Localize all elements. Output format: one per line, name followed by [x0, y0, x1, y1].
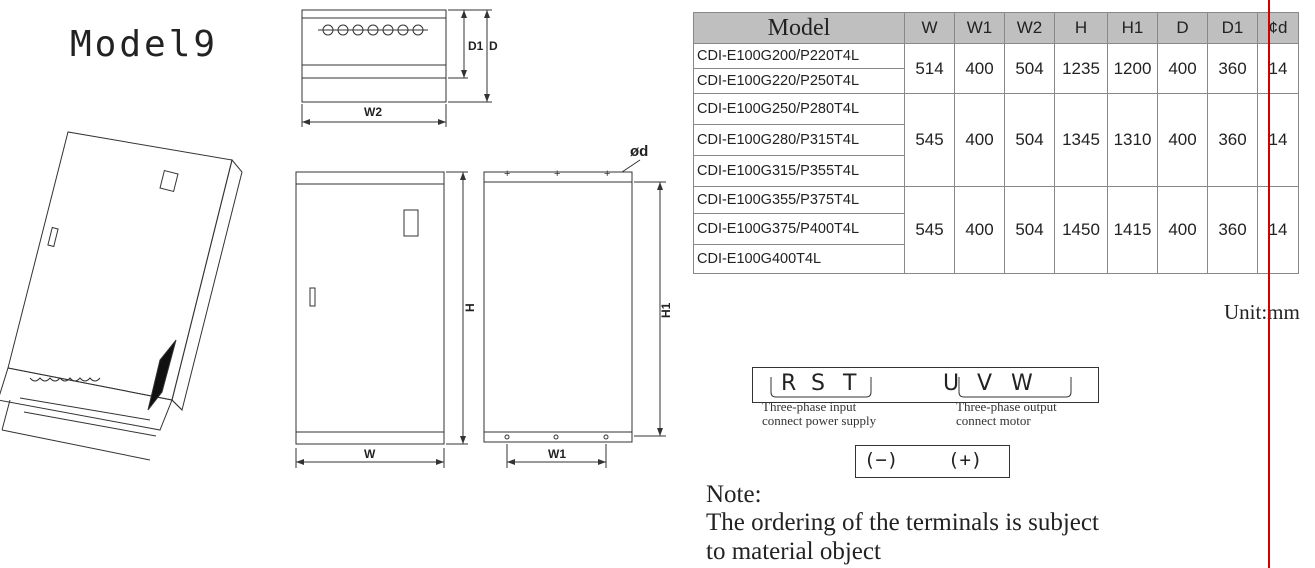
terminal-w: W: [1011, 371, 1033, 396]
model-cell: CDI-E100G280/P315T4L: [693, 124, 905, 156]
value-cell: 1235: [1054, 43, 1108, 94]
value-cell: 14: [1257, 93, 1299, 187]
table-row: CDI-E100G200/P220T4L 514 400 504 1235 12…: [693, 43, 1299, 94]
model-cell: CDI-E100G400T4L: [693, 244, 905, 274]
value-cell: 545: [904, 93, 955, 187]
input-caption: Three-phase input connect power supply: [762, 399, 877, 428]
value-cell: 400: [954, 93, 1005, 187]
top-view: [301, 9, 492, 127]
dimension-table: Model W W1 W2 H H1 D D1 ¢d CDI-E100G200/…: [693, 12, 1299, 274]
dimension-drawings: + + + D1 D W2 ød H H1 W W1: [0, 9, 673, 468]
isometric-cabinet-view: [0, 131, 243, 461]
front-view: [295, 171, 468, 468]
side-view: [483, 159, 666, 468]
value-cell: 14: [1257, 43, 1299, 94]
value-cell: 360: [1207, 43, 1258, 94]
table-header-row: Model W W1 W2 H H1 D D1 ¢d: [693, 12, 1299, 44]
value-cell: 545: [904, 186, 955, 274]
value-cell: 14: [1257, 186, 1299, 274]
value-cell: 514: [904, 43, 955, 94]
model-cell: CDI-E100G315/P355T4L: [693, 155, 905, 187]
header-model: Model: [693, 12, 905, 44]
value-cell: 504: [1004, 43, 1055, 94]
note-line-1: The ordering of the terminals is subject: [706, 509, 1099, 536]
table-row: CDI-E100G315/P355T4L: [693, 155, 1299, 187]
terminal-u: U: [943, 371, 960, 396]
dc-terminal-box: (−) (+): [855, 445, 1010, 478]
unit-label: Unit:mm: [1224, 300, 1300, 324]
value-cell: 400: [1157, 43, 1208, 94]
top-mount-mark-1: +: [504, 168, 510, 180]
label-w1: W1: [548, 447, 566, 461]
model-cell: CDI-E100G200/P220T4L: [693, 43, 905, 69]
header-w: W: [904, 12, 955, 44]
value-cell: 1345: [1054, 93, 1108, 187]
model-title: Model9: [70, 24, 219, 65]
header-d1: D1: [1207, 12, 1258, 44]
terminal-r: R: [781, 371, 797, 396]
value-cell: 360: [1207, 186, 1258, 274]
value-cell: 1450: [1054, 186, 1108, 274]
terminal-t: T: [843, 371, 857, 396]
value-cell: 1310: [1107, 93, 1158, 187]
header-h1: H1: [1107, 12, 1158, 44]
dc-plus: (+): [948, 449, 983, 471]
value-cell: 400: [1157, 93, 1208, 187]
value-cell: 504: [1004, 93, 1055, 187]
table-row: CDI-E100G250/P280T4L 545 400 504 1345 13…: [693, 93, 1299, 187]
dc-minus: (−): [864, 449, 899, 471]
value-cell: 360: [1207, 93, 1258, 187]
label-w: W: [364, 447, 376, 461]
model-cell: CDI-E100G250/P280T4L: [693, 93, 905, 125]
terminal-s: S: [811, 371, 825, 396]
top-mount-mark-3: +: [604, 168, 610, 180]
note-line-2: to material object: [706, 538, 881, 565]
table-row: CDI-E100G355/P375T4L 545 400 504 1450 14…: [693, 186, 1299, 274]
terminal-strip: R S T U V W: [752, 367, 1099, 403]
output-caption: Three-phase output connect motor: [956, 399, 1057, 428]
value-cell: 400: [1157, 186, 1208, 274]
model-cell: CDI-E100G355/P375T4L: [693, 186, 905, 214]
header-d: D: [1157, 12, 1208, 44]
table-row: CDI-E100G375/P400T4L: [693, 213, 1299, 245]
label-d1: D1: [468, 39, 484, 53]
terminal-v: V: [977, 371, 993, 396]
label-phi-d: ød: [630, 143, 648, 160]
terminal-vent-block: [147, 339, 177, 411]
value-cell: 1415: [1107, 186, 1158, 274]
model-cell: CDI-E100G375/P400T4L: [693, 213, 905, 245]
value-cell: 1200: [1107, 43, 1158, 94]
label-d: D: [489, 39, 498, 53]
header-w1: W1: [954, 12, 1005, 44]
label-h1: H1: [659, 302, 673, 318]
table-row: CDI-E100G280/P315T4L: [693, 124, 1299, 156]
note-heading: Note:: [706, 481, 762, 508]
table-row: CDI-E100G400T4L: [693, 244, 1299, 274]
label-w2: W2: [364, 105, 382, 119]
red-margin-line: [1268, 0, 1270, 568]
top-mount-mark-2: +: [554, 168, 560, 180]
label-h: H: [463, 303, 477, 312]
